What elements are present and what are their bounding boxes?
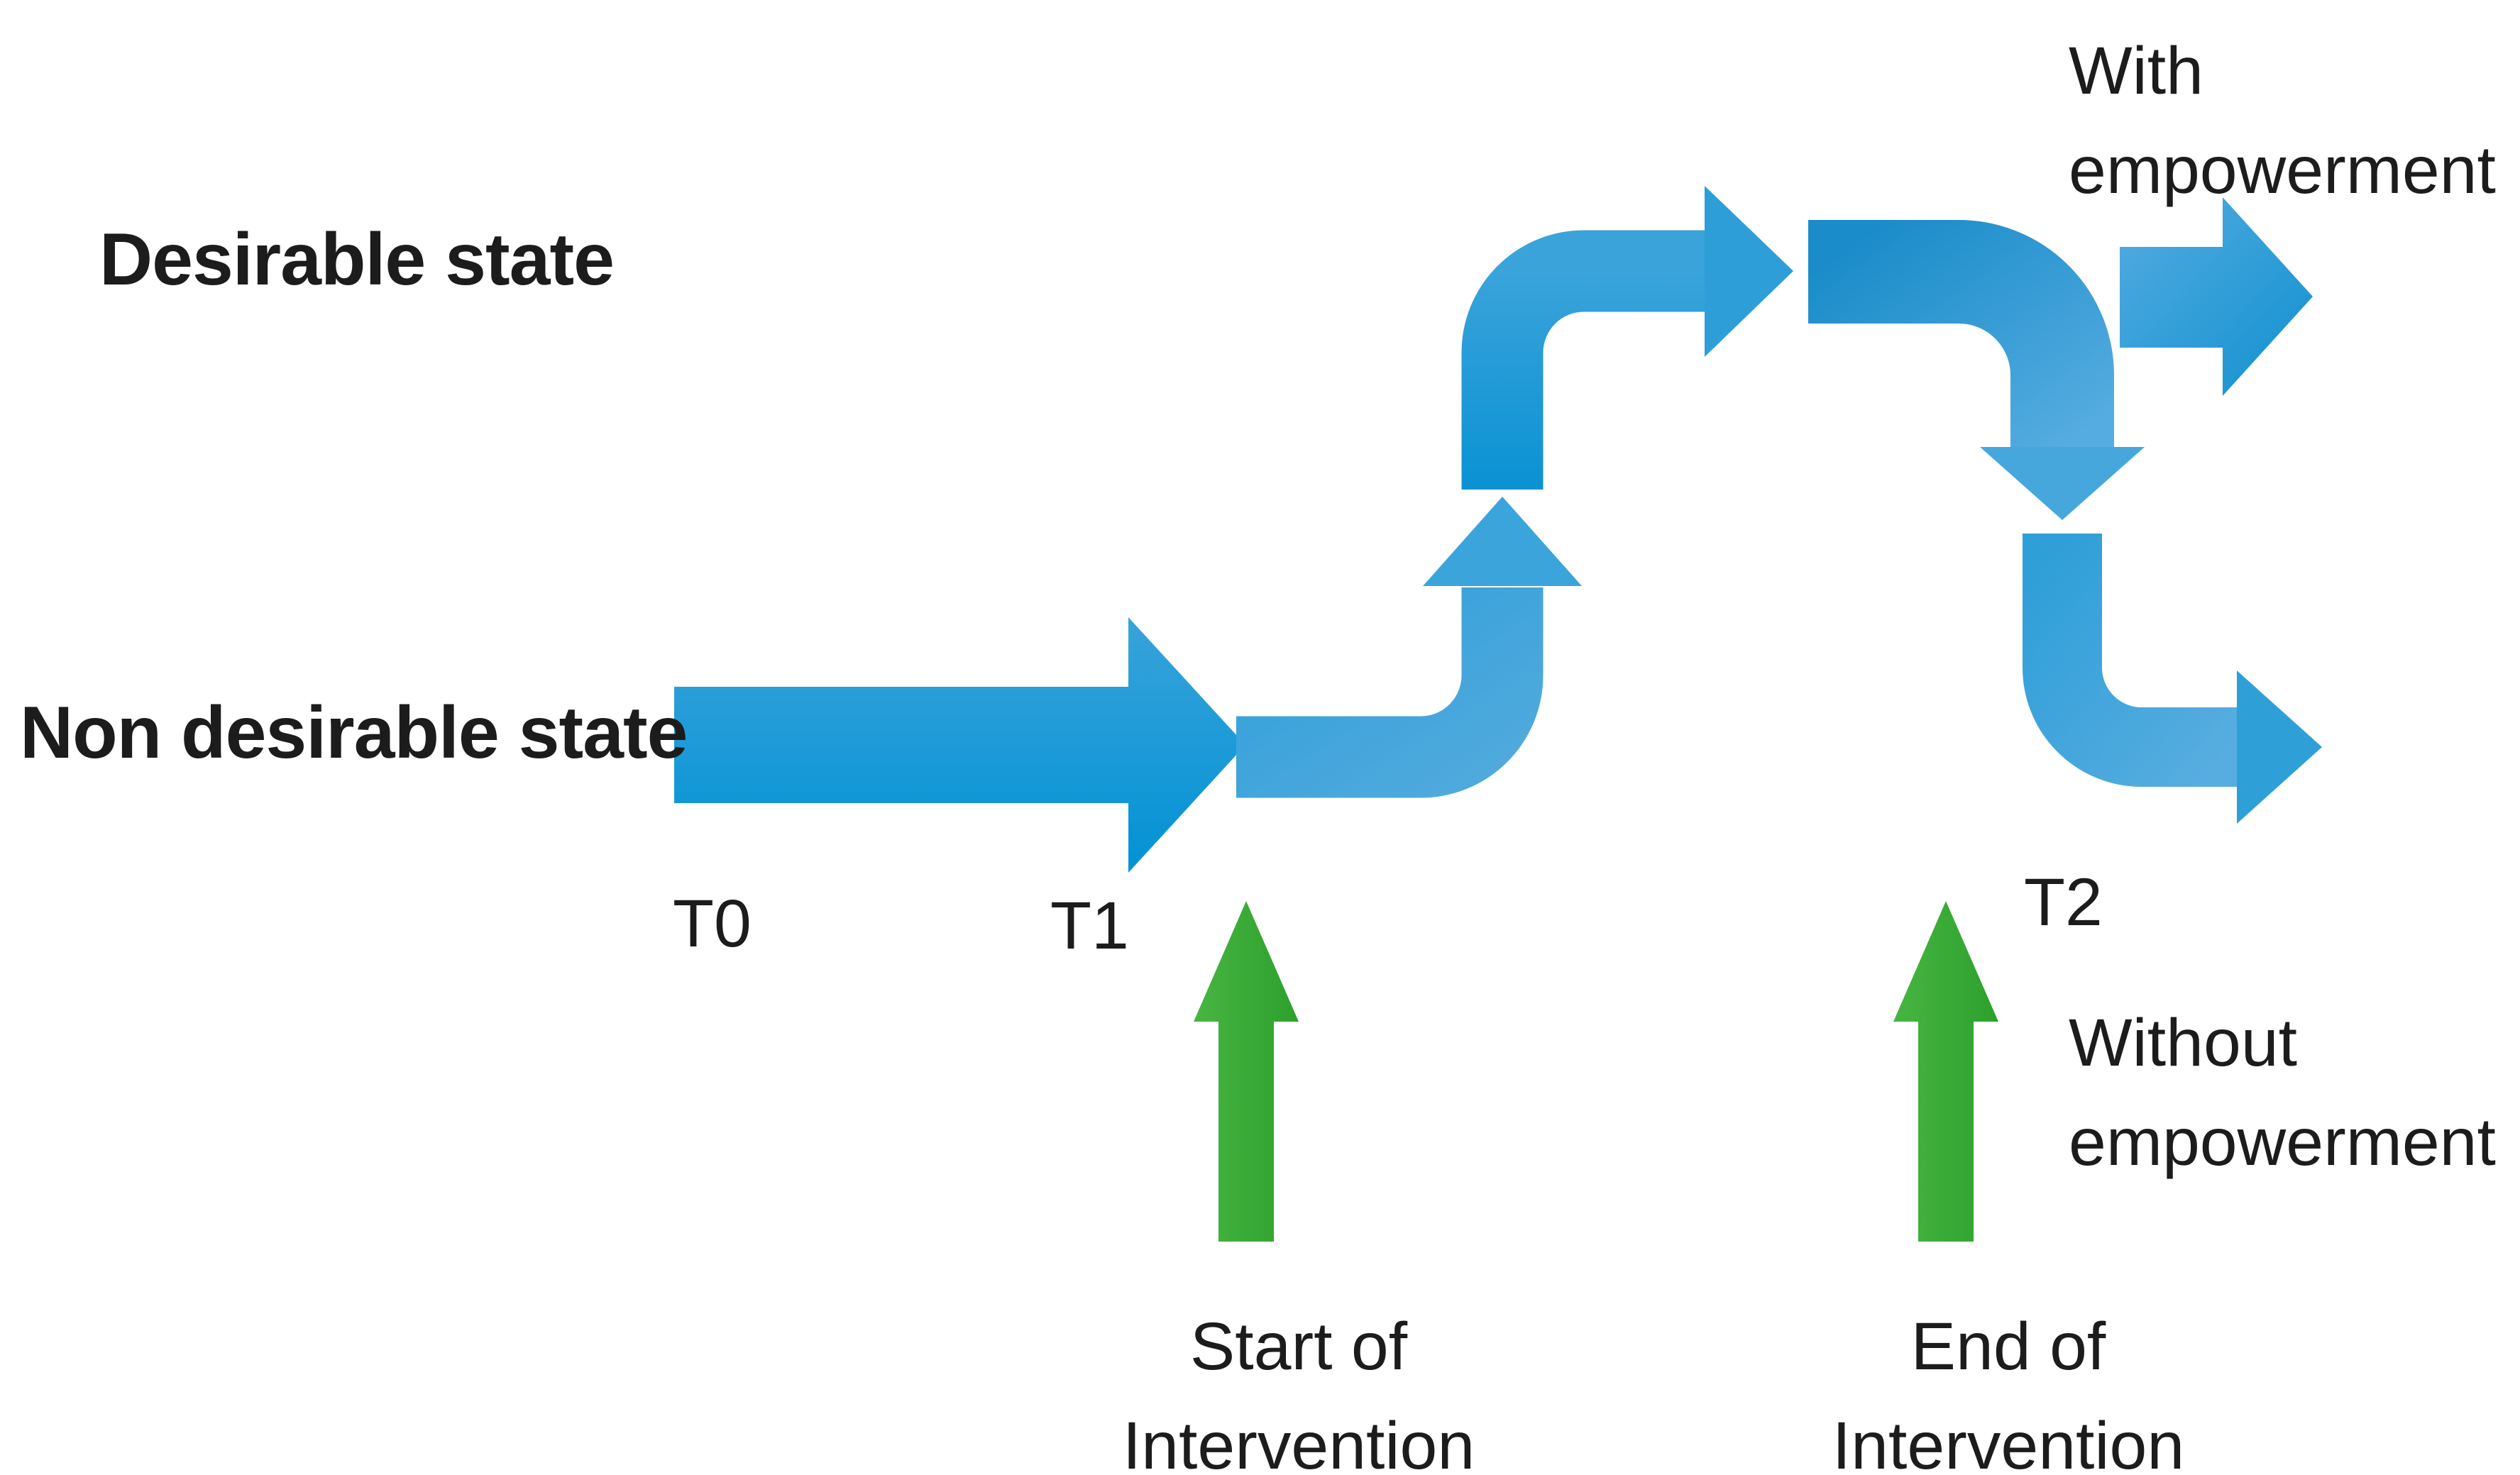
- without-empowerment-line1: Without: [2069, 1005, 2298, 1081]
- timepoint-t0-label: T0: [673, 886, 752, 961]
- intervention-end-green-arrow-icon: [1893, 901, 1998, 1242]
- timepoint-t2-label: T2: [2024, 865, 2103, 940]
- non-desirable-state-label: Non desirable state: [20, 692, 688, 774]
- pipe-up-s-curve-icon: [1236, 587, 1544, 798]
- elbow-down-right-arrow-icon: [2023, 534, 2240, 787]
- end-of-intervention-line2: Intervention: [1832, 1408, 2185, 1475]
- with-empowerment-arrow-icon: [2120, 197, 2313, 396]
- up-arrowhead-icon: [1423, 497, 1582, 586]
- flow-arrow-t0-t1-icon: [674, 617, 1245, 873]
- end-of-intervention-label: End of Intervention: [1795, 1297, 2221, 1475]
- start-of-intervention-label: Start of Intervention: [1086, 1297, 1512, 1475]
- without-empowerment-label: Without empowerment: [2069, 993, 2496, 1192]
- end-of-intervention-line1: End of: [1910, 1309, 2106, 1384]
- desirable-state-label: Desirable state: [99, 219, 615, 301]
- plateau-bar-down-elbow-icon: [1808, 220, 2114, 450]
- down-arrowhead-icon: [1980, 447, 2145, 520]
- elbow-up-right-arrow-icon: [1461, 230, 1707, 490]
- with-empowerment-line2: empowerment: [2069, 133, 2496, 208]
- with-empowerment-label: With empowerment: [2069, 21, 2496, 220]
- intervention-start-green-arrow-icon: [1194, 901, 1299, 1242]
- elbow-up-right-arrowhead-icon: [1705, 186, 1793, 357]
- without-empowerment-line2: empowerment: [2069, 1105, 2496, 1180]
- timepoint-t1-label: T1: [1050, 888, 1129, 963]
- start-of-intervention-line2: Intervention: [1122, 1408, 1475, 1475]
- start-of-intervention-line1: Start of: [1189, 1309, 1408, 1384]
- with-empowerment-line1: With: [2069, 33, 2203, 109]
- elbow-down-right-arrowhead-icon: [2237, 670, 2322, 824]
